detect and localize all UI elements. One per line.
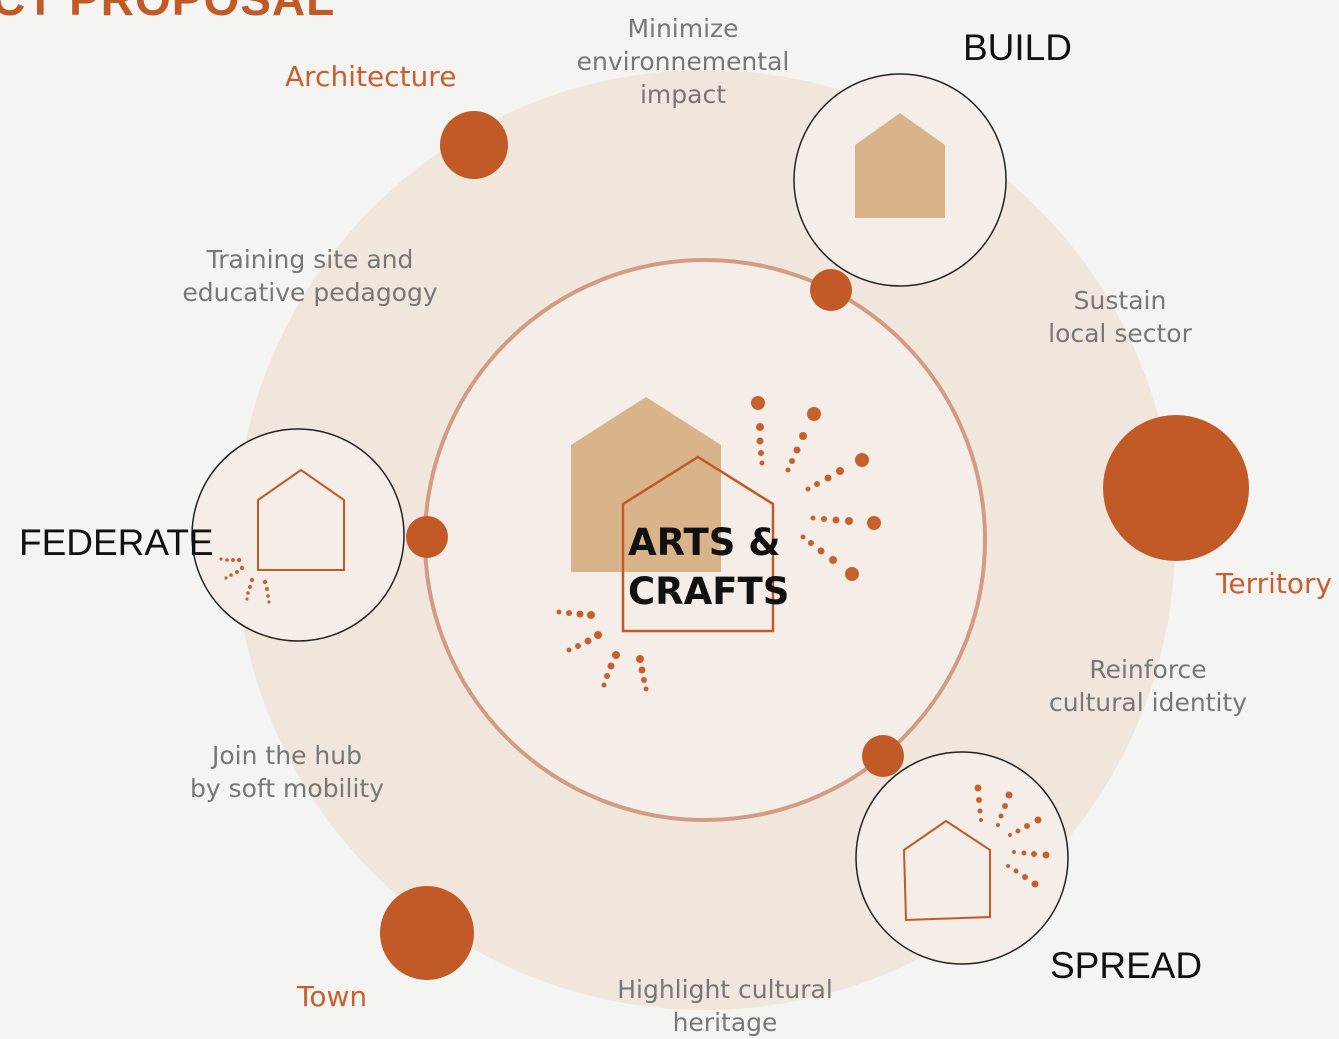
goal-mobility-line2: by soft mobility bbox=[190, 774, 384, 803]
goal-heritage-line1: Highlight cultural bbox=[617, 975, 833, 1004]
center-label-line1: ARTS & bbox=[628, 521, 781, 564]
goal-environment-line3: impact bbox=[639, 80, 727, 109]
center-label-line2: CRAFTS bbox=[628, 570, 790, 613]
goal-environment-line1: Minimize bbox=[627, 14, 739, 43]
spread-rays-icon bbox=[974, 784, 1050, 888]
center-house-filled-icon bbox=[571, 397, 721, 572]
goal-heritage: Highlight cultural heritage bbox=[590, 973, 860, 1039]
center-rays-icon bbox=[556, 396, 881, 692]
spread-label: SPREAD bbox=[1050, 945, 1203, 986]
federate-label: FEDERATE bbox=[19, 522, 214, 563]
spread-circle bbox=[855, 751, 1069, 965]
goal-identity-line1: Reinforce bbox=[1089, 655, 1207, 684]
goal-local-sector-line1: Sustain bbox=[1073, 286, 1167, 315]
federate-circle bbox=[191, 428, 405, 642]
goal-mobility-line1: Join the hub bbox=[212, 741, 362, 770]
goal-training: Training site and educative pedagogy bbox=[150, 243, 470, 309]
territory-label: Territory bbox=[1216, 567, 1333, 600]
town-node bbox=[380, 886, 474, 980]
ring-node-federate bbox=[406, 516, 448, 558]
architecture-node bbox=[440, 111, 508, 179]
goal-identity: Reinforce cultural identity bbox=[1028, 653, 1268, 719]
center-house-outline-icon bbox=[621, 455, 775, 633]
architecture-label: Architecture bbox=[285, 60, 457, 93]
federate-rays-icon bbox=[219, 557, 271, 604]
build-label: BUILD bbox=[963, 27, 1072, 68]
federate-house-icon bbox=[257, 468, 345, 571]
goal-local-sector: Sustain local sector bbox=[1020, 284, 1220, 350]
goal-mobility: Join the hub by soft mobility bbox=[167, 739, 407, 805]
goal-heritage-line2: heritage bbox=[672, 1008, 778, 1037]
ring-node-spread bbox=[862, 735, 904, 777]
goal-training-line1: Training site and bbox=[206, 245, 414, 274]
goal-training-line2: educative pedagogy bbox=[182, 278, 438, 307]
goal-environment-line2: environnemental bbox=[576, 47, 790, 76]
page-title: CT PROPOSAL bbox=[0, 0, 335, 26]
goal-local-sector-line2: local sector bbox=[1048, 319, 1192, 348]
build-house-icon bbox=[855, 113, 945, 218]
center-label: ARTS & CRAFTS bbox=[628, 518, 789, 616]
town-label: Town bbox=[297, 980, 368, 1013]
spread-house-icon bbox=[902, 819, 991, 922]
goal-identity-line2: cultural identity bbox=[1048, 688, 1248, 717]
territory-node bbox=[1103, 415, 1249, 561]
ring-node-build bbox=[810, 269, 852, 311]
goal-environment: Minimize environnemental impact bbox=[548, 12, 818, 111]
